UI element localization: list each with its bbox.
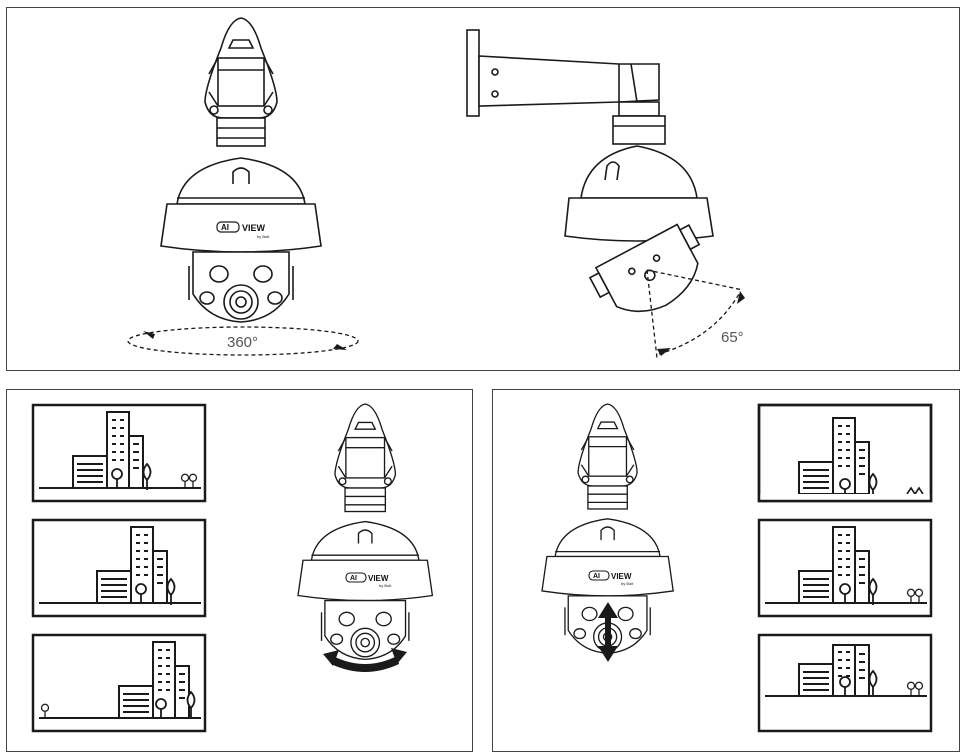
tilt-illustration: AI VIEW by Bolt <box>541 403 933 733</box>
pan-angle-label: 360° <box>227 334 258 351</box>
tilt-brand-ai: AI <box>593 573 600 580</box>
brand-view: VIEW <box>242 223 266 233</box>
top-panel: AI VIEW by Bolt 360° <box>6 7 960 371</box>
tilt-sequence-panel: AI VIEW by Bolt <box>492 389 960 752</box>
top-illustration: AI VIEW by Bolt 360° <box>127 17 745 359</box>
tilt-brand-by: by Bolt <box>621 581 634 586</box>
tilt-vertical-arrow <box>598 602 618 662</box>
ceiling-camera: AI VIEW by Bolt <box>160 17 322 323</box>
brand-ai: AI <box>221 223 229 232</box>
pan-scene-2 <box>31 518 207 618</box>
pan-arrow-head-right <box>333 344 347 350</box>
brand-by: by Bolt <box>257 234 270 239</box>
pan-scene-3 <box>31 633 207 733</box>
tilt-scene-3 <box>757 633 933 733</box>
pan-360-arrow <box>127 326 359 356</box>
pan-brand-by: by Bolt <box>379 583 392 588</box>
pan-curved-arrow <box>323 648 407 672</box>
tilt-scene-2 <box>757 518 933 618</box>
pan-brand-view: VIEW <box>368 574 389 583</box>
tilt-scene-1 <box>757 403 933 503</box>
pan-camera: AI VIEW by Bolt <box>297 403 434 661</box>
pan-scene-1 <box>31 403 207 503</box>
pan-arrow-head-left <box>143 331 155 339</box>
tilt-angle-label: 65° <box>721 329 744 346</box>
tilt-camera: AI VIEW by Bolt <box>541 403 674 654</box>
pan-brand-ai: AI <box>350 575 357 582</box>
wall-mount-camera <box>466 29 714 313</box>
pan-sequence-panel: AI VIEW by Bolt <box>6 389 473 752</box>
pan-illustration: AI VIEW by Bolt <box>31 403 434 733</box>
tilt-indicator <box>646 269 744 359</box>
tilt-arrow-head-top <box>737 291 745 304</box>
tilt-brand-view: VIEW <box>611 572 632 581</box>
tilt-arrow-head-bottom <box>657 348 671 356</box>
